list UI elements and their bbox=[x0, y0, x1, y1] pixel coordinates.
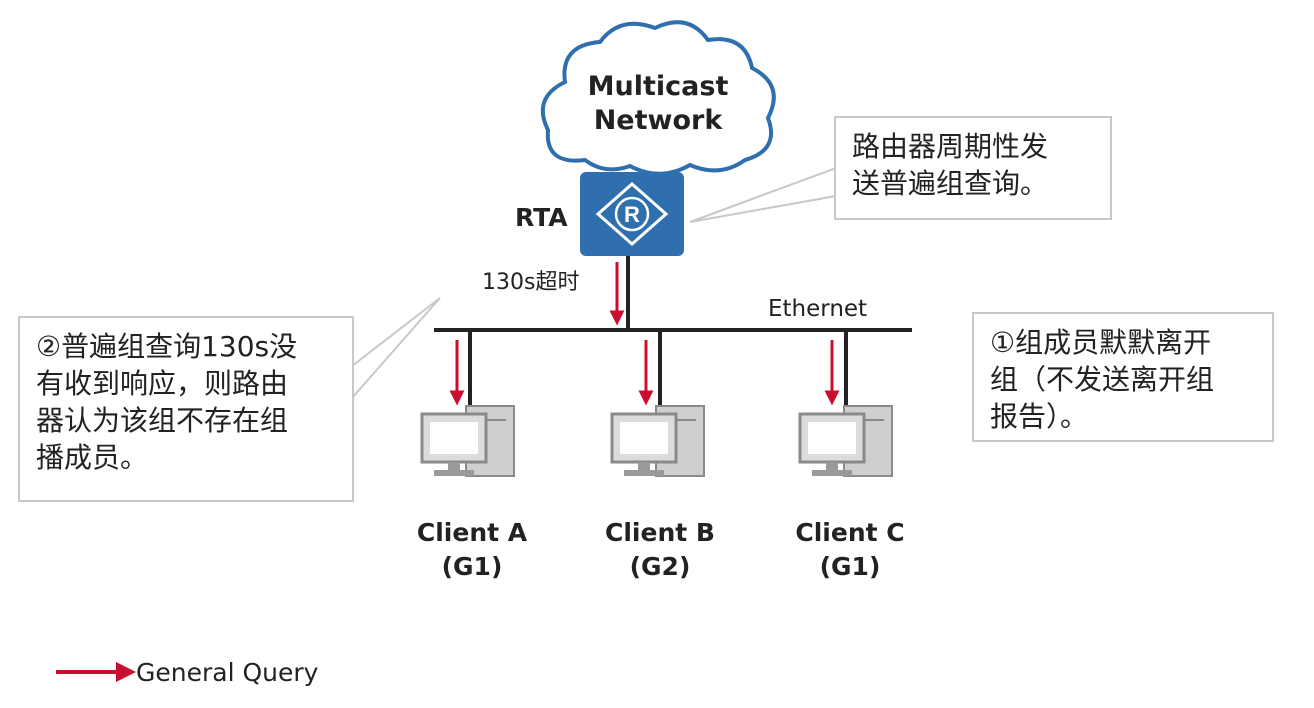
client-b-group: (G2) bbox=[629, 552, 691, 581]
multicast-cloud bbox=[540, 20, 776, 176]
svg-text:R: R bbox=[624, 202, 640, 227]
timeout-callout-pointer bbox=[351, 297, 441, 401]
timeout-label: 130s超时 bbox=[482, 270, 580, 295]
client-c-group: (G1) bbox=[819, 552, 881, 581]
client-b-computer-icon bbox=[610, 405, 705, 477]
router-rta: R bbox=[580, 172, 684, 256]
router-icon: R bbox=[595, 181, 669, 247]
client-a-name: Client A bbox=[416, 518, 528, 547]
client-c-computer-icon bbox=[798, 405, 893, 477]
client-a-computer-icon bbox=[420, 405, 515, 477]
router-callout-pointer bbox=[689, 166, 837, 223]
ethernet-label: Ethernet bbox=[768, 296, 868, 322]
legend-label: General Query bbox=[136, 658, 319, 687]
client-b-name: Client B bbox=[605, 518, 715, 547]
router-label: RTA bbox=[515, 203, 568, 232]
cloud-label: Multicast Network bbox=[587, 71, 729, 136]
timeout-callout: ②普遍组查询130s没 有收到响应，则路由 器认为该组不存在组 播成员。 bbox=[18, 316, 354, 502]
client-c-name: Client C bbox=[795, 518, 905, 547]
silent-leave-callout: ①组成员默默离开 组（不发送离开组 报告）。 bbox=[972, 312, 1274, 442]
client-a-group: (G1) bbox=[441, 552, 503, 581]
router-query-callout: 路由器周期性发 送普遍组查询。 bbox=[834, 116, 1112, 220]
